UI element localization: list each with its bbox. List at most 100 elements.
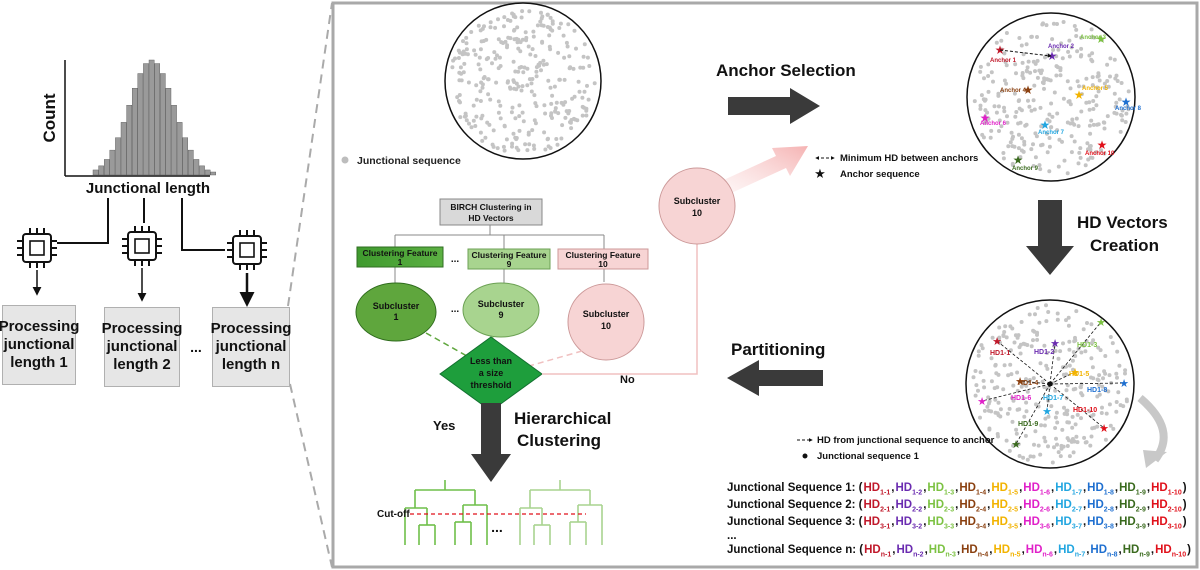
sequence-dot xyxy=(1036,443,1041,448)
sequence-dot xyxy=(529,89,534,94)
sequence-dot xyxy=(973,393,978,398)
sequence-dot xyxy=(983,108,988,113)
sequence-ellipsis: ... xyxy=(727,530,737,542)
hd-label: HD1-3 xyxy=(1077,342,1097,349)
sequence-dot xyxy=(1103,354,1108,358)
sequence-dot xyxy=(1069,134,1074,139)
dendrogram xyxy=(404,480,603,545)
sequence-dot xyxy=(534,104,539,109)
anchor-star-icon: ★ xyxy=(1050,338,1060,350)
sequence-dot xyxy=(517,128,522,133)
histogram-x-label: Junctional length xyxy=(86,180,210,197)
sequence-dot xyxy=(1121,404,1126,409)
sequence-dot xyxy=(518,40,523,45)
sequence-dot xyxy=(1047,136,1052,140)
sequence-dot xyxy=(529,81,534,86)
sequence-dot xyxy=(1022,142,1027,147)
sequence-dot xyxy=(1035,58,1040,63)
sequence-dot xyxy=(510,105,515,110)
sequence-dot xyxy=(562,55,567,60)
hd-value: HD3-7 xyxy=(1055,516,1082,531)
processor-chip-icon xyxy=(17,228,57,268)
sequence-dot xyxy=(457,50,462,55)
sequence-dot xyxy=(1006,373,1011,378)
sequence-dot xyxy=(464,35,469,40)
sequence-dot xyxy=(1003,324,1008,329)
sequence-dot xyxy=(1085,141,1090,146)
zoom-line xyxy=(289,383,333,568)
sequence-dot xyxy=(1002,109,1007,114)
hd-vectors-line1: HD Vectors xyxy=(1077,213,1168,232)
sequence-dot xyxy=(1031,338,1035,343)
sequence-dot xyxy=(1089,57,1094,62)
sequence-dot xyxy=(1040,22,1045,27)
sequence-dot xyxy=(985,404,990,409)
sequence-dot xyxy=(1029,34,1034,39)
sequence-dot xyxy=(986,116,991,121)
sequence-dot xyxy=(514,81,519,86)
sequence-dot xyxy=(1082,435,1087,440)
sequence-dot xyxy=(1038,361,1043,366)
sequence-dot xyxy=(457,70,462,75)
sequence-dot xyxy=(1067,38,1072,43)
sequence-dot xyxy=(1029,108,1034,113)
sequence-dot xyxy=(1012,91,1017,96)
sequence-dot xyxy=(1078,385,1083,390)
anchor-label: Anchor 5 xyxy=(1082,86,1109,92)
sequence-dot xyxy=(999,124,1004,129)
sequence-dot xyxy=(1032,83,1037,88)
sequence-dot xyxy=(533,54,538,58)
sequence-dot xyxy=(572,94,577,99)
sequence-dot xyxy=(1024,42,1029,47)
sequence-dot xyxy=(1115,79,1120,83)
sequence-dot xyxy=(1089,27,1094,32)
yes-arrow xyxy=(471,403,511,482)
sequence-dot xyxy=(1053,426,1058,430)
sequence-dot xyxy=(1091,412,1096,417)
sequence-dot xyxy=(540,40,545,45)
hd-vectors-arrow xyxy=(1026,200,1074,275)
anchor-star-icon: ★ xyxy=(1040,118,1051,132)
histogram-bar xyxy=(210,171,217,176)
hd-value: HD3-8 xyxy=(1087,516,1114,531)
sequence-dot xyxy=(1112,110,1117,115)
sequence-dot xyxy=(532,93,537,98)
sequence-dot xyxy=(1072,139,1077,144)
sequence-dot xyxy=(990,335,995,340)
sequence-dot xyxy=(514,36,519,41)
sequence-dot xyxy=(1102,151,1107,156)
legend-dot xyxy=(341,156,349,164)
sequence-dot xyxy=(1031,376,1036,381)
sequence-dot xyxy=(1010,419,1015,424)
sequence-dot xyxy=(986,408,991,413)
sequence-dot xyxy=(546,78,551,83)
sequence-dot xyxy=(1046,414,1051,419)
decision-line1: Less than xyxy=(470,356,512,366)
hd-value: HD3-10 xyxy=(1151,516,1182,531)
sequence-dot xyxy=(1090,426,1095,431)
sequence-dot xyxy=(515,25,520,30)
sequence-dot xyxy=(1083,163,1088,168)
sequence-dot xyxy=(1052,90,1057,95)
cf10-line2: 10 xyxy=(598,259,608,269)
sequence-dot xyxy=(1084,76,1089,81)
hd-value: HD3-5 xyxy=(991,516,1019,531)
sequence-dot xyxy=(455,95,460,100)
sequence-dot xyxy=(1089,434,1094,439)
sequence-dot xyxy=(556,50,561,55)
sequence-dot xyxy=(989,379,994,384)
sequence-dot xyxy=(1052,445,1056,450)
sequence-dots xyxy=(972,20,1131,176)
sequence-dot xyxy=(1064,409,1069,413)
sequence-dot xyxy=(1105,79,1110,83)
sequence-dot xyxy=(1029,344,1034,349)
sequence-dot xyxy=(1074,34,1079,38)
sequence-label: Junctional Sequence n: xyxy=(727,544,860,556)
histogram-bar xyxy=(176,122,183,176)
legend-hd-line: HD from junctional sequence to anchor xyxy=(817,435,995,446)
sequence-dot xyxy=(1001,151,1006,155)
sequence-dot xyxy=(578,65,583,70)
sequence-dot xyxy=(512,86,517,91)
sequence-dot xyxy=(576,79,581,84)
sequence-dot xyxy=(1035,337,1040,342)
